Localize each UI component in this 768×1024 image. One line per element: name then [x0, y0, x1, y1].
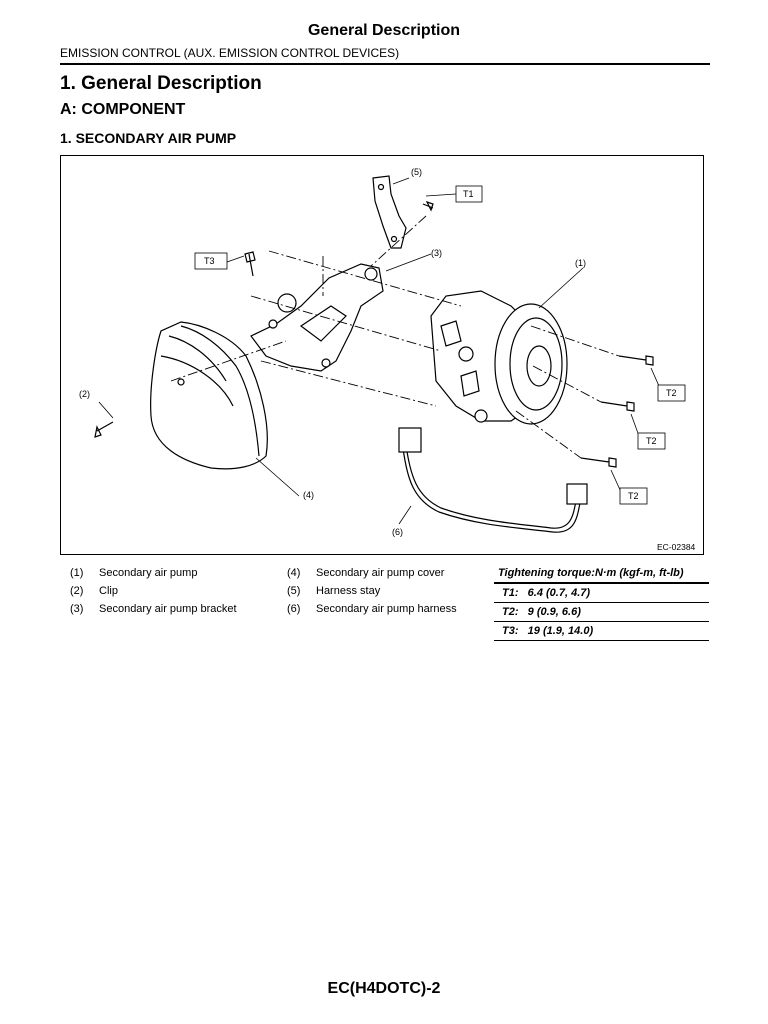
legend-label: Secondary air pump bracket [99, 603, 237, 615]
component-heading: 1. SECONDARY AIR PUMP [60, 130, 237, 146]
page-number: EC(H4DOTC)-2 [327, 980, 441, 997]
pump-bracket-drawing [250, 263, 384, 372]
legend-num: (1) [70, 567, 84, 579]
torque-value: 19 (1.9, 14.0) [527, 625, 594, 637]
callout-6: (6) [392, 527, 403, 537]
tightening-torque-table: Tightening torque:N·m (kgf-m, ft-lb) T1:… [494, 564, 709, 641]
page-header-title: General Description [307, 22, 461, 39]
legend-label: Harness stay [316, 585, 381, 597]
legend-num: (2) [70, 585, 84, 597]
callout-1: (1) [575, 258, 586, 268]
torque-tag-t2-lower: T2 [628, 491, 639, 501]
bolt-drawings [94, 200, 654, 468]
component-diagram: T1 T3 T2 T2 T2 (1) (2) (3) (4) (5) (6) E… [60, 155, 704, 555]
torque-value: 6.4 (0.7, 4.7) [527, 587, 591, 599]
legend-num: (3) [70, 603, 84, 615]
torque-tag: T3: [502, 625, 519, 637]
figure-id: EC-02384 [657, 542, 696, 552]
torque-tag-t3: T3 [204, 256, 215, 266]
exploded-view-illustration: T1 T3 T2 T2 T2 (1) (2) (3) (4) (5) (6) E… [79, 167, 696, 552]
legend-num: (6) [287, 603, 301, 615]
section-heading: 1. General Description [60, 73, 262, 94]
torque-table-title: Tightening torque:N·m (kgf-m, ft-lb) [494, 564, 709, 583]
assembly-dashed-lines [170, 215, 620, 459]
legend-label: Secondary air pump cover [316, 567, 445, 579]
callout-leaders [98, 177, 660, 525]
legend-label: Secondary air pump [99, 567, 198, 579]
torque-tag: T2: [502, 606, 519, 618]
pump-cover-drawing [150, 321, 268, 470]
torque-row-t3: T3: 19 (1.9, 14.0) [494, 621, 709, 641]
legend-label: Secondary air pump harness [316, 603, 457, 615]
callout-4: (4) [303, 490, 314, 500]
legend-label: Clip [99, 585, 118, 597]
torque-tag-t2-middle: T2 [646, 436, 657, 446]
legend-num: (5) [287, 585, 301, 597]
callout-2: (2) [79, 389, 90, 399]
harness-drawing [398, 427, 588, 533]
subsection-heading: A: COMPONENT [60, 101, 186, 118]
legend-num: (4) [287, 567, 301, 579]
air-pump-drawing [430, 290, 568, 425]
torque-row-t1: T1: 6.4 (0.7, 4.7) [494, 583, 709, 602]
torque-tag-boxes [194, 185, 686, 505]
header-divider [60, 63, 710, 65]
callout-3: (3) [431, 248, 442, 258]
torque-value: 9 (0.9, 6.6) [527, 606, 581, 618]
callout-5: (5) [411, 167, 422, 177]
torque-tag: T1: [502, 587, 519, 599]
page-header-subtitle: EMISSION CONTROL (AUX. EMISSION CONTROL … [60, 46, 400, 60]
torque-row-t2: T2: 9 (0.9, 6.6) [494, 602, 709, 621]
harness-stay-drawing [372, 175, 407, 249]
torque-tag-t2-upper: T2 [666, 388, 677, 398]
torque-tag-t1: T1 [463, 189, 474, 199]
